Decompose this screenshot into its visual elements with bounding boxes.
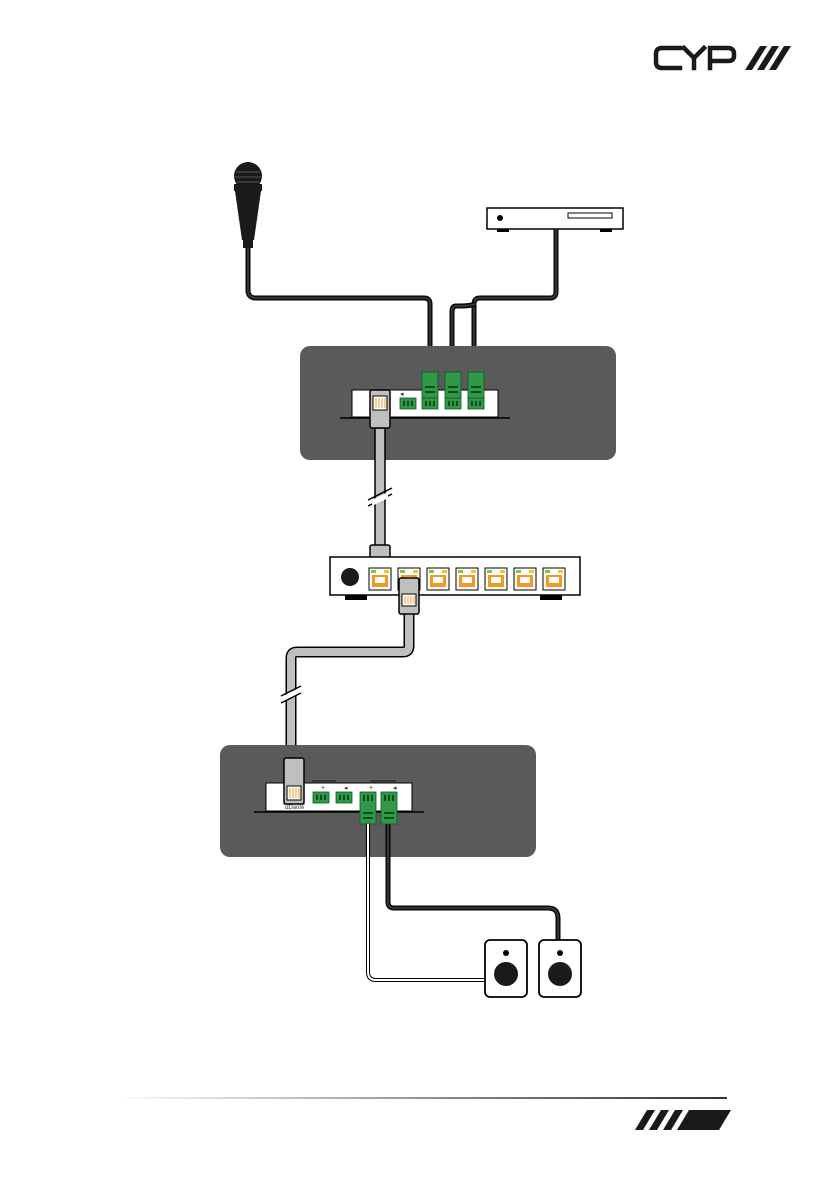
switch-port — [485, 568, 507, 590]
cyp-footer-slash-icon — [635, 1110, 731, 1130]
switch-port — [369, 568, 391, 590]
switch-port — [456, 568, 478, 590]
media-player-icon — [487, 208, 623, 232]
lan-cable-encoder-switch — [368, 390, 392, 581]
dante-decoder-icon: + ◂ + ◂ dDante — [254, 781, 424, 812]
switch-port — [427, 568, 449, 590]
footer-rule — [115, 1097, 727, 1099]
speaker-icon — [485, 940, 581, 997]
svg-text:◂: ◂ — [400, 391, 404, 398]
cyp-logo-icon — [656, 46, 791, 70]
encoder-terminal-plugs — [422, 372, 484, 398]
decoder-lan-connector — [284, 758, 304, 804]
svg-text:◂: ◂ — [393, 785, 397, 792]
microphone-icon — [234, 162, 262, 248]
dante-badge: dDante — [285, 805, 305, 811]
svg-text:◂: ◂ — [344, 785, 348, 792]
lan-cable-switch-decoder — [281, 578, 419, 770]
svg-text:+: + — [321, 785, 325, 792]
switch-port — [514, 568, 536, 590]
svg-text:+: + — [369, 785, 373, 792]
switch-port — [543, 568, 565, 590]
